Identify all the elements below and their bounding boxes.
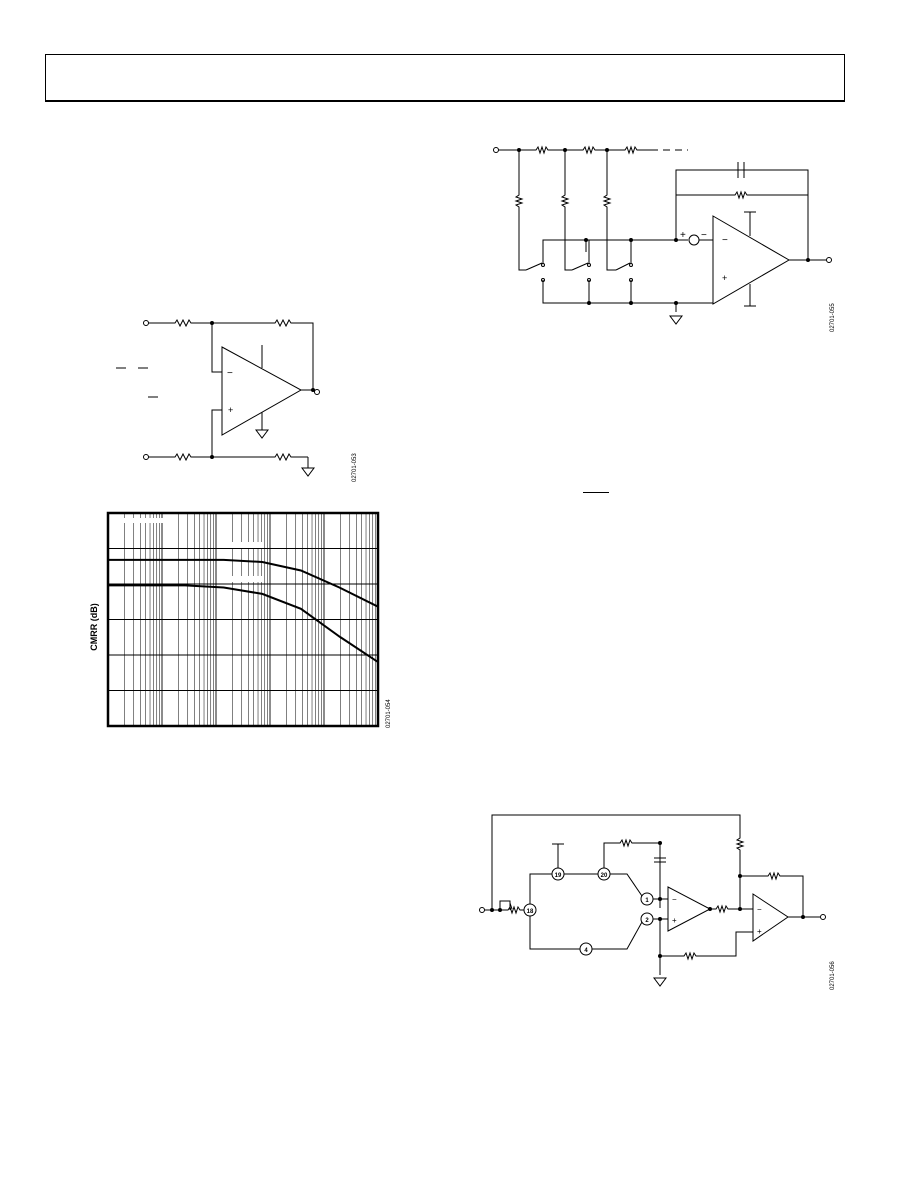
pin-label-20: 20 [601,873,608,879]
chart-grid [107,513,378,726]
pin-label-4: 4 [584,948,588,954]
fraction-bar [583,492,609,493]
page-header-frame [45,54,845,102]
cmrr-y-axis-label: CMRR (dB) [88,603,99,651]
pin-label-1: 1 [645,898,649,904]
pin-label-18: 18 [527,909,534,915]
figure-id-053: 02701-053 [352,453,358,482]
cmrr-chart: 02701-054 [106,511,392,728]
source-plus-sign: + [680,230,686,241]
figure-id-056: 02701-056 [830,961,836,990]
source-minus-sign: − [701,230,707,241]
chart-series [108,558,379,663]
inverting-input-sign: − [227,368,233,379]
switched-gain-schematic: + − − + 02701-055 [493,145,836,332]
annotation-mask-1 [223,542,263,548]
amp1-inverting-sign: − [672,895,677,904]
noninverting-input-sign: + [722,273,727,283]
diff-amp-schematic: − + 02701-053 [116,318,358,482]
annotation-mask-2 [223,576,263,582]
noninverting-input-sign: + [228,405,233,415]
amp2-inverting-sign: − [757,905,762,914]
series-line-1 [108,558,379,608]
pin-label-19: 19 [555,873,562,879]
amp2-noninverting-sign: + [757,927,762,936]
inverting-input-sign: − [722,235,728,246]
pin-label-2: 2 [645,918,649,924]
amp1-noninverting-sign: + [672,916,677,925]
figure-id-055: 02701-055 [830,303,836,332]
series-line-2 [108,584,379,663]
legend-mask-top [117,518,167,523]
figure-id-054: 02701-054 [386,699,392,728]
buffer-circuit-schematic: 19 20 1 2 18 4 − + − + 02701-056 [479,814,836,990]
